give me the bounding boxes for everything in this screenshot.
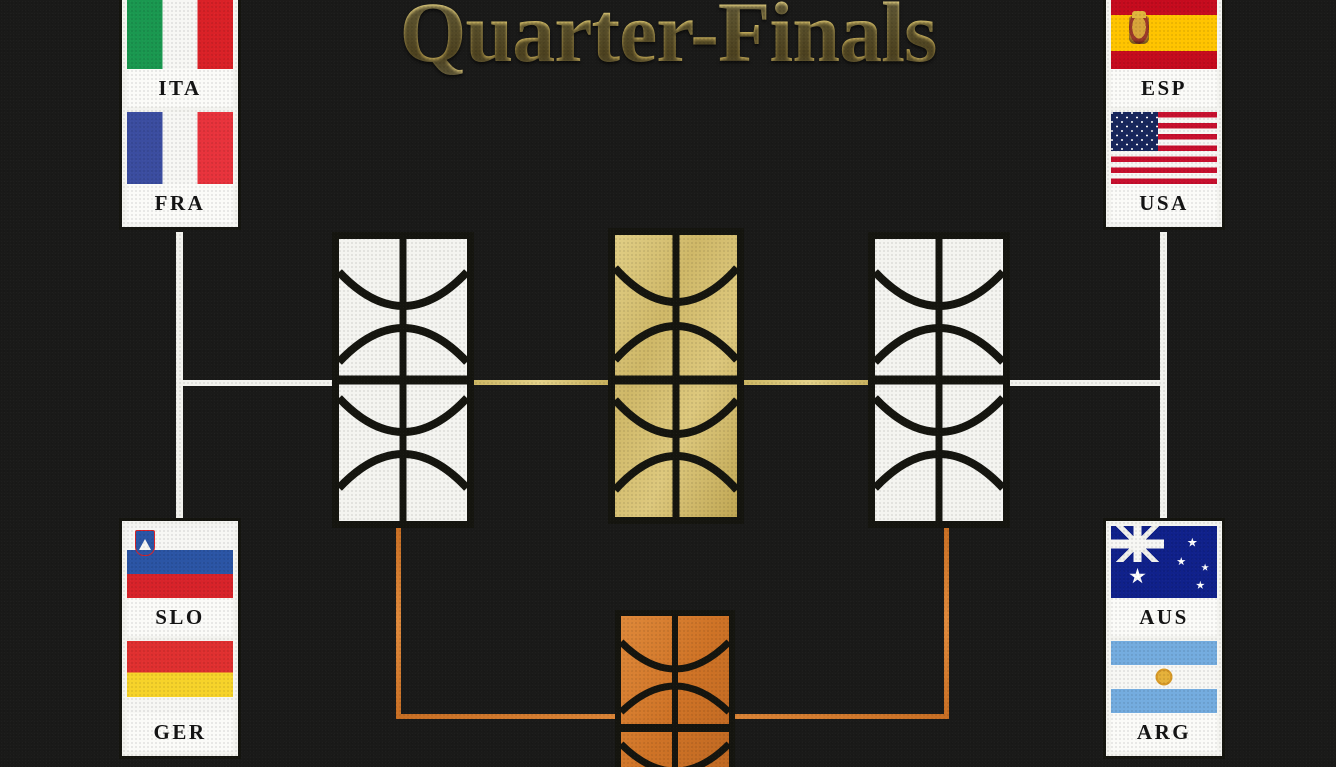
team-abbr: AUS bbox=[1111, 598, 1217, 636]
usa-flag bbox=[1111, 112, 1217, 184]
team-slot-ger[interactable]: GER bbox=[127, 641, 233, 751]
final-connector-right bbox=[738, 380, 878, 385]
argentina-flag bbox=[1111, 641, 1217, 713]
southern-cross-star bbox=[1187, 537, 1198, 547]
team-abbr: USA bbox=[1111, 184, 1217, 222]
team-slot-fra[interactable]: FRA bbox=[127, 112, 233, 222]
matchup-card-qf-top-right[interactable]: ESP USA bbox=[1103, 0, 1225, 230]
bracket-left-horizontal bbox=[176, 380, 336, 386]
team-slot-slo[interactable]: SLO bbox=[127, 526, 233, 636]
team-abbr: ESP bbox=[1111, 69, 1217, 107]
team-abbr: GER bbox=[127, 713, 233, 751]
page-title: Quarter-Finals bbox=[0, 0, 1336, 82]
usa-canton bbox=[1111, 112, 1158, 151]
team-slot-usa[interactable]: USA bbox=[1111, 112, 1217, 222]
court-third-place[interactable] bbox=[615, 610, 735, 767]
spain-flag bbox=[1111, 0, 1217, 69]
southern-cross-star bbox=[1201, 563, 1209, 571]
third-place-stem-right bbox=[944, 528, 949, 718]
court-semifinal-right[interactable] bbox=[868, 232, 1010, 528]
final-connector-left bbox=[466, 380, 614, 385]
matchup-card-qf-bottom-left[interactable]: SLO GER bbox=[119, 518, 241, 759]
bracket-left-stem-top bbox=[176, 232, 183, 384]
court-final[interactable] bbox=[608, 228, 744, 524]
germany-flag bbox=[127, 641, 233, 713]
bracket-left-stem-bottom bbox=[176, 380, 183, 532]
southern-cross-star bbox=[1195, 580, 1205, 589]
team-abbr: ARG bbox=[1111, 713, 1217, 751]
team-abbr: SLO bbox=[127, 598, 233, 636]
court-semifinal-left[interactable] bbox=[332, 232, 474, 528]
team-slot-ita[interactable]: ITA bbox=[127, 0, 233, 107]
bracket-right-stem-bottom bbox=[1160, 380, 1167, 532]
bracket-right-horizontal bbox=[1006, 380, 1167, 386]
australia-flag bbox=[1111, 526, 1217, 598]
team-slot-aus[interactable]: AUS bbox=[1111, 526, 1217, 636]
team-slot-esp[interactable]: ESP bbox=[1111, 0, 1217, 107]
matchup-card-qf-bottom-right[interactable]: AUS ARG bbox=[1103, 518, 1225, 759]
spain-crest-icon bbox=[1129, 10, 1150, 44]
commonwealth-star-icon bbox=[1129, 567, 1146, 584]
southern-cross-star bbox=[1176, 556, 1186, 566]
slovenia-crest-icon bbox=[135, 530, 156, 557]
third-place-stem-left bbox=[396, 528, 401, 718]
team-abbr: FRA bbox=[127, 184, 233, 222]
italy-flag bbox=[127, 0, 233, 69]
team-slot-arg[interactable]: ARG bbox=[1111, 641, 1217, 751]
bracket-right-stem-top bbox=[1160, 232, 1167, 384]
union-jack-icon bbox=[1111, 526, 1164, 562]
sun-of-may-icon bbox=[1155, 668, 1173, 686]
matchup-card-qf-top-left[interactable]: ITA FRA bbox=[119, 0, 241, 230]
france-flag bbox=[127, 112, 233, 184]
slovenia-flag bbox=[127, 526, 233, 598]
team-abbr: ITA bbox=[127, 69, 233, 107]
